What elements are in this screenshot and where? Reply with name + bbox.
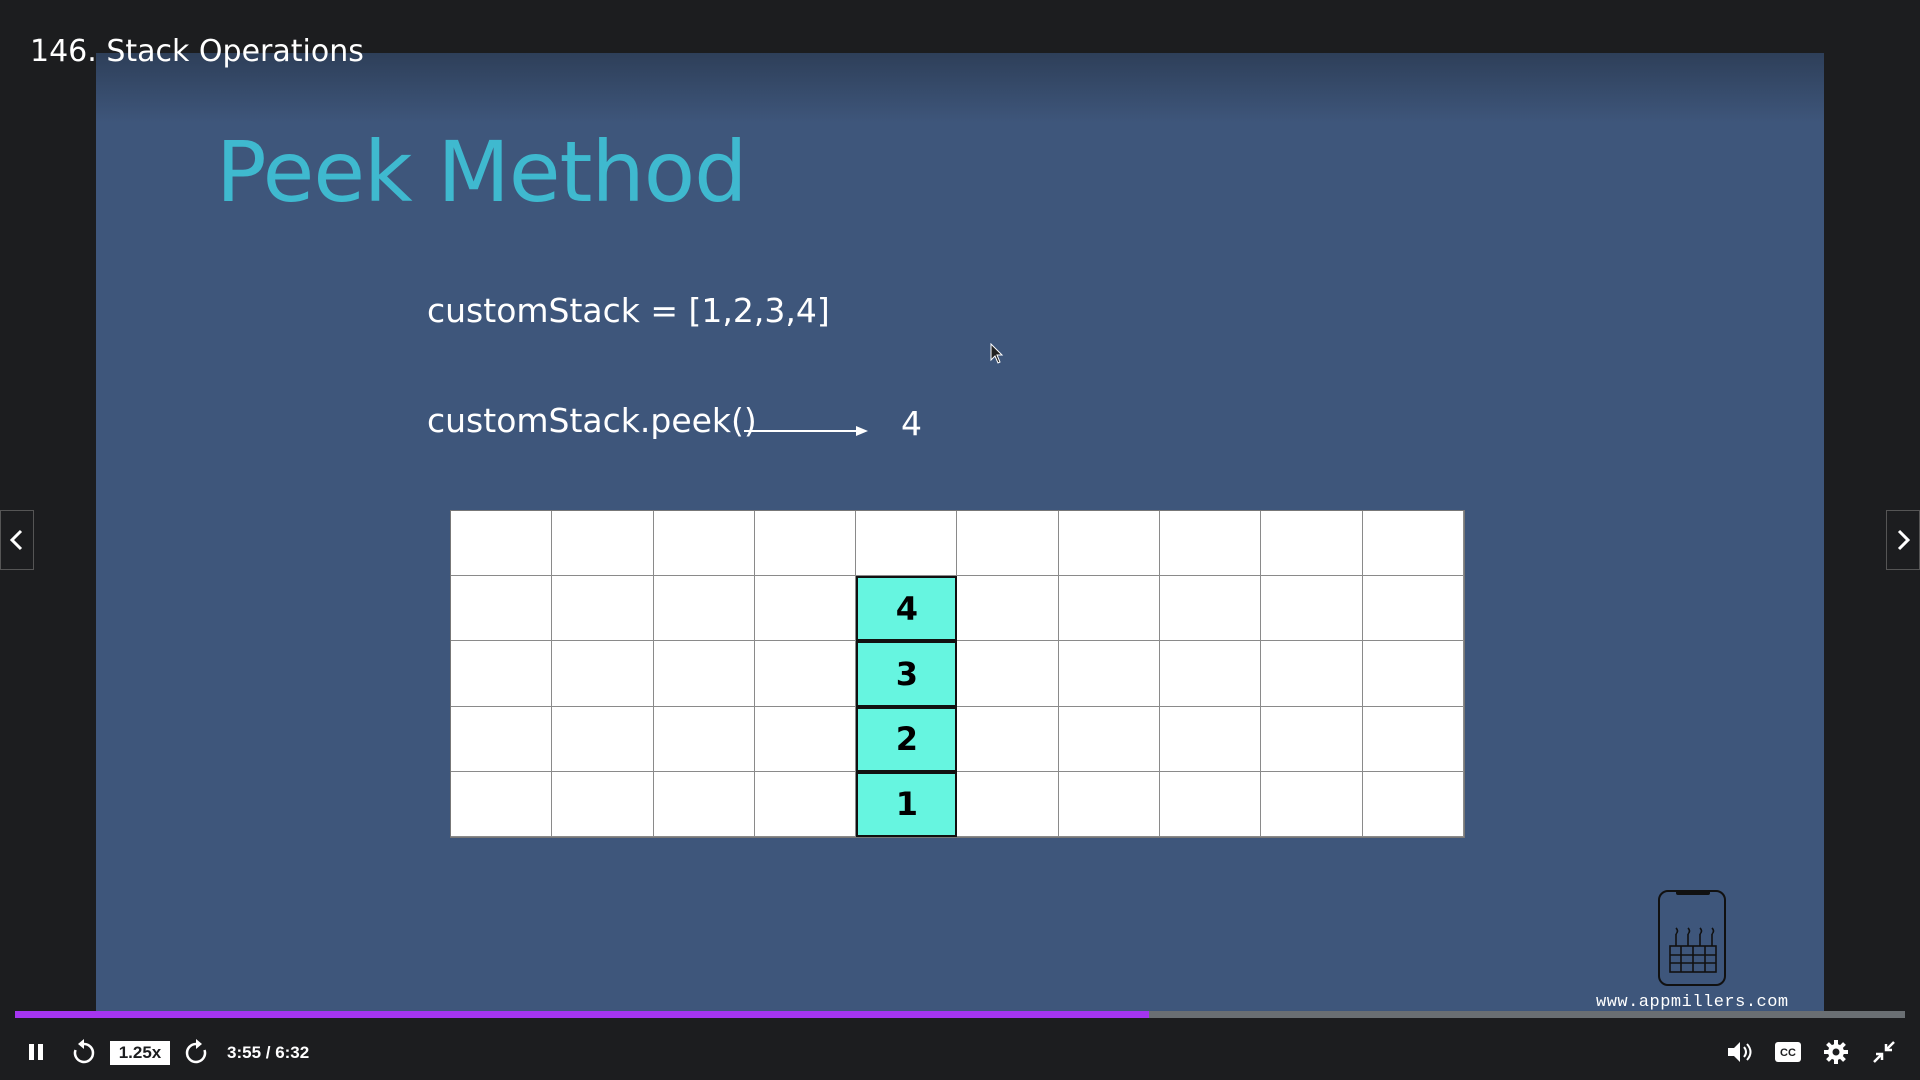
- next-lecture-button[interactable]: [1886, 510, 1920, 570]
- grid-cell: [1058, 576, 1161, 642]
- grid-cell: [1058, 706, 1161, 772]
- exit-fullscreen-button[interactable]: [1868, 1036, 1900, 1068]
- grid-cell: [957, 641, 1059, 707]
- grid-cell: [1160, 511, 1262, 577]
- forward-button[interactable]: [180, 1036, 212, 1068]
- grid-cell: [1362, 706, 1464, 772]
- video-progress-bar[interactable]: [15, 1011, 1905, 1018]
- grid-cell: [1261, 576, 1363, 642]
- grid-cell: [1058, 511, 1161, 577]
- grid-cell: [451, 771, 553, 837]
- lecture-slide: Peek Method customStack = [1,2,3,4] cust…: [96, 53, 1824, 1025]
- video-progress-fill: [15, 1011, 1149, 1018]
- grid-cell: [451, 576, 553, 642]
- stack-cell: 2: [856, 706, 958, 772]
- grid-cell: [957, 576, 1059, 642]
- grid-cell: [754, 576, 857, 642]
- grid-cell: [451, 641, 553, 707]
- grid-cell: [552, 706, 654, 772]
- exit-fullscreen-icon: [1873, 1041, 1895, 1063]
- gear-icon: [1824, 1040, 1848, 1064]
- grid-cell: [552, 511, 654, 577]
- grid-cell: [1362, 511, 1464, 577]
- grid-cell: [1362, 771, 1464, 837]
- rewind-icon: [73, 1039, 95, 1064]
- grid-cell: [1261, 706, 1363, 772]
- stack-cell: 3: [856, 641, 958, 707]
- grid-cell: [1160, 641, 1262, 707]
- mouse-cursor-icon: [990, 343, 1004, 364]
- code-line-array: customStack = [1,2,3,4]: [427, 291, 830, 330]
- previous-lecture-button[interactable]: [0, 510, 34, 570]
- grid-cell: [957, 511, 1059, 577]
- pause-button[interactable]: [20, 1036, 52, 1068]
- stack-cell: 4: [856, 576, 958, 642]
- slide-title: Peek Method: [216, 123, 747, 221]
- volume-button[interactable]: [1724, 1036, 1756, 1068]
- grid-cell: [754, 771, 857, 837]
- grid-cell: [1160, 771, 1262, 837]
- code-line-peek: customStack.peek(): [427, 401, 757, 440]
- grid-cell: [552, 771, 654, 837]
- grid-cell: [653, 641, 755, 707]
- grid-cell: [451, 511, 553, 577]
- grid-cell: [653, 771, 755, 837]
- svg-text:CC: CC: [1780, 1047, 1796, 1059]
- chevron-left-icon: [9, 529, 23, 551]
- grid-cell: [754, 706, 857, 772]
- grid-cell: [1058, 771, 1161, 837]
- captions-icon: CC: [1775, 1042, 1801, 1062]
- grid-cell: [1160, 576, 1262, 642]
- chevron-right-icon: [1897, 529, 1911, 551]
- grid-cell: [1261, 511, 1363, 577]
- grid-cell: [1160, 706, 1262, 772]
- appmillers-logo: [1658, 890, 1726, 986]
- stack-cell: 1: [856, 771, 958, 837]
- rewind-button[interactable]: [68, 1036, 100, 1068]
- grid-cell: [451, 706, 553, 772]
- grid-cell: [1058, 641, 1161, 707]
- grid-cell: [1362, 576, 1464, 642]
- lecture-title: 146. Stack Operations: [30, 34, 364, 69]
- playback-time: 3:55 / 6:32: [227, 1043, 310, 1062]
- captions-button[interactable]: CC: [1772, 1036, 1804, 1068]
- grid-cell: [653, 706, 755, 772]
- grid-cell: [552, 576, 654, 642]
- settings-button[interactable]: [1820, 1036, 1852, 1068]
- grid-cell: [957, 771, 1059, 837]
- logo-url: www.appmillers.com: [1596, 993, 1789, 1012]
- forward-icon: [185, 1039, 207, 1064]
- player-controls: 1.25x 3:55 / 6:32 CC: [0, 1018, 1920, 1080]
- grid-cell: [1261, 771, 1363, 837]
- grid-cell: [653, 511, 755, 577]
- arrow-icon: [744, 426, 868, 436]
- grid-cell: [1261, 641, 1363, 707]
- slide-shade: [96, 53, 1824, 123]
- grid-cell: [1362, 641, 1464, 707]
- playback-speed-button[interactable]: 1.25x: [110, 1041, 170, 1065]
- grid-cell: [653, 576, 755, 642]
- grid-cell: [957, 706, 1059, 772]
- peek-result: 4: [901, 404, 922, 443]
- volume-icon: [1728, 1042, 1752, 1062]
- grid-cell: [754, 511, 857, 577]
- grid-cell: [754, 641, 857, 707]
- factory-icon: [1669, 927, 1717, 973]
- pause-icon: [29, 1044, 43, 1060]
- grid-cell: [856, 511, 958, 577]
- grid-cell: [552, 641, 654, 707]
